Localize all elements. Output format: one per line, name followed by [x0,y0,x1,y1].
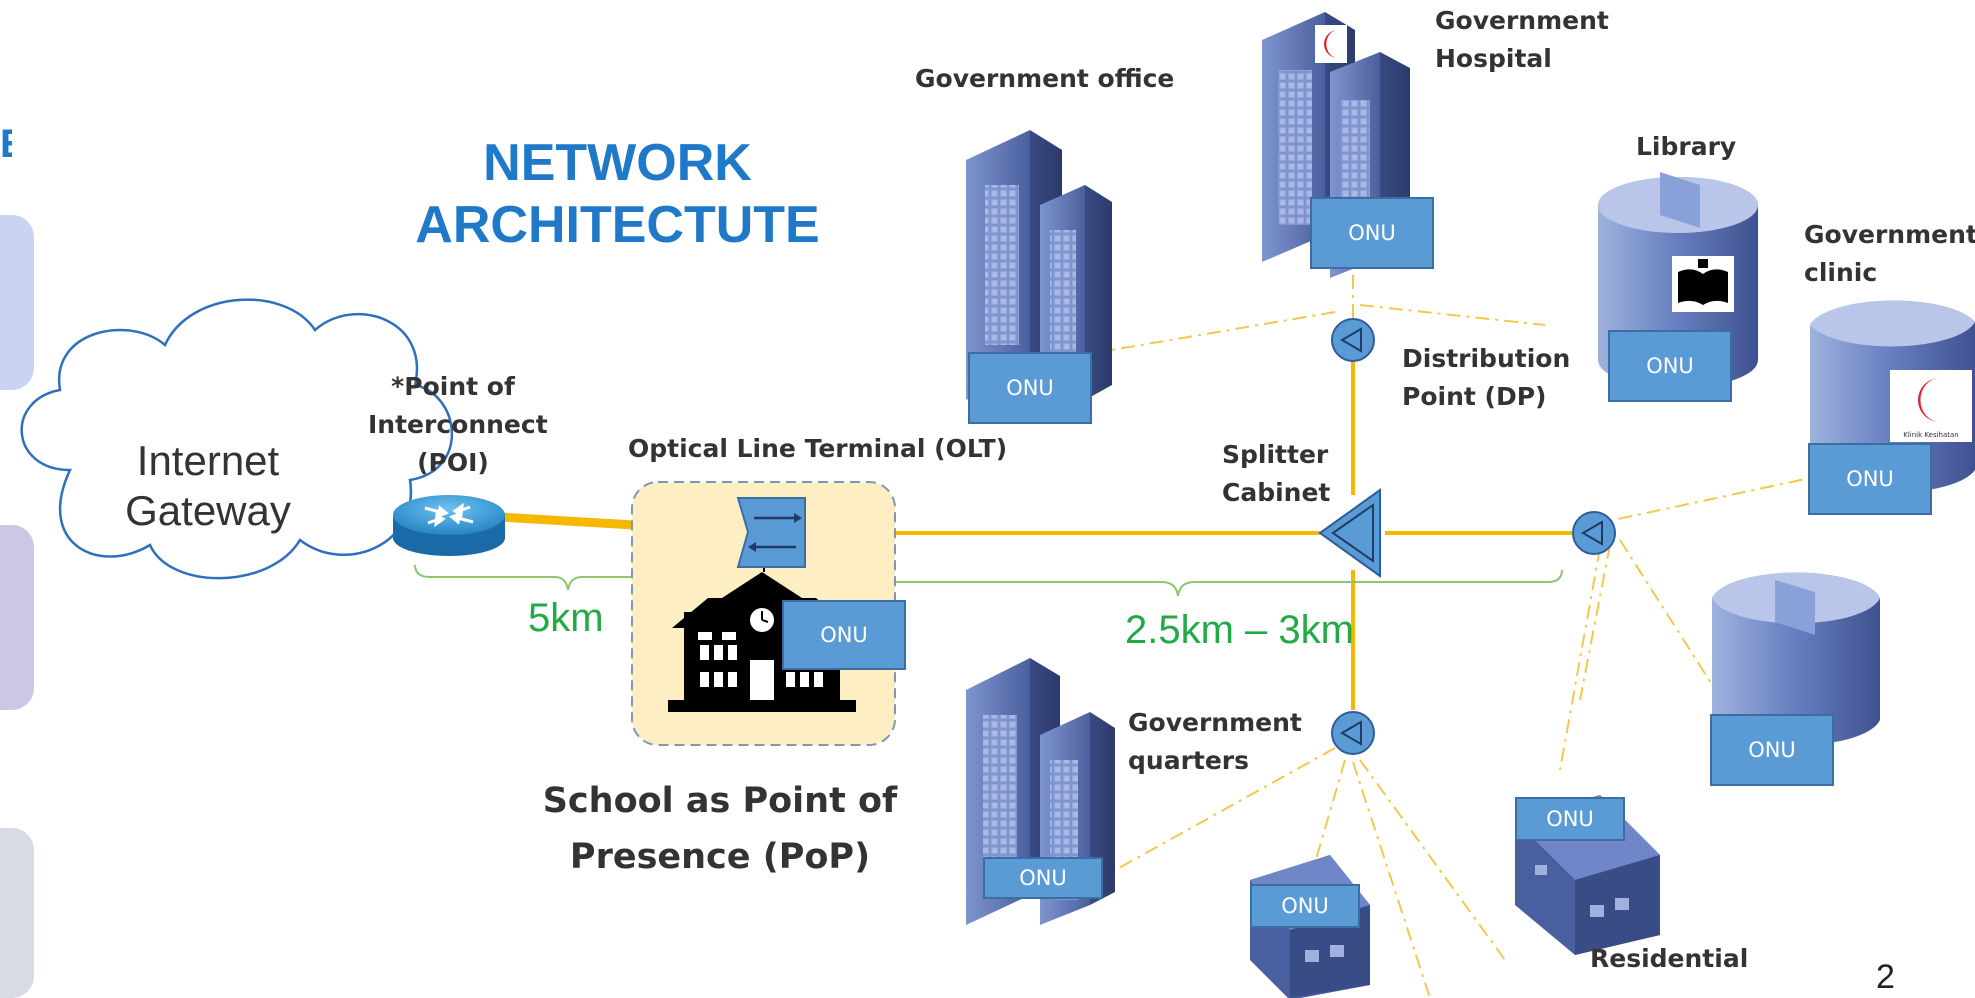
bracket-olt-splitter [809,569,1563,597]
side-card-blue [0,215,34,390]
router-icon [393,495,505,556]
page-title: NETWORK ARCHITECTUTE [415,134,820,254]
school-pop-label: School as Point of Presence (PoP) [542,781,898,877]
gov-quarters-label: Government quarters [1128,708,1302,775]
library-label: Library [1636,132,1737,161]
library-book-icon [1672,256,1734,312]
onu-right-building: ONU [1710,714,1834,786]
olt-device [736,497,806,568]
onu-gov-hospital: ONU [1310,197,1434,269]
right-cylinder-building [1712,572,1880,746]
onu-gov-quarters: ONU [983,857,1103,899]
drop-lines [1099,263,1811,998]
internet-cloud [20,298,454,580]
poi-label: *Point of Interconnect (POI) [368,372,548,477]
page-number: 2 [1876,958,1895,996]
distance-olt-splitter: 2.5km – 3km [1125,608,1354,652]
onu-gov-office: ONU [968,352,1092,424]
gov-hospital-label: Government Hospital [1435,6,1609,73]
school-icon [668,554,856,712]
onu-gov-clinic: ONU [1808,443,1932,515]
gov-office-label: Government office [915,64,1175,93]
onu-library: ONU [1608,330,1732,402]
gov-clinic-label: Government clinic [1804,220,1975,287]
clinic-sign-text: Klinik Kesihatan [1903,431,1958,439]
distribution-point-label: Distribution Point (DP) [1402,344,1571,411]
splitter-cabinet-label: Splitter Cabinet [1222,440,1331,507]
distance-brackets [414,564,1563,597]
distribution-point-top [1331,318,1375,362]
onu-school: ONU [782,600,906,670]
distribution-point-bottom [1331,711,1375,755]
olt-label: Optical Line Terminal (OLT) [628,434,1008,463]
residential-label: Residential [1590,944,1749,973]
onu-residential-right: ONU [1515,797,1625,841]
internet-gateway-label: Internet Gateway [125,437,291,534]
splitter-cabinet [1318,488,1381,578]
slide-edge-letter: E [0,122,12,167]
onu-residential-bottom: ONU [1250,884,1360,928]
side-card-purple [0,525,34,710]
distribution-point-right [1572,511,1616,555]
side-card-grey [0,828,34,998]
distance-poi-olt: 5km [528,596,604,640]
